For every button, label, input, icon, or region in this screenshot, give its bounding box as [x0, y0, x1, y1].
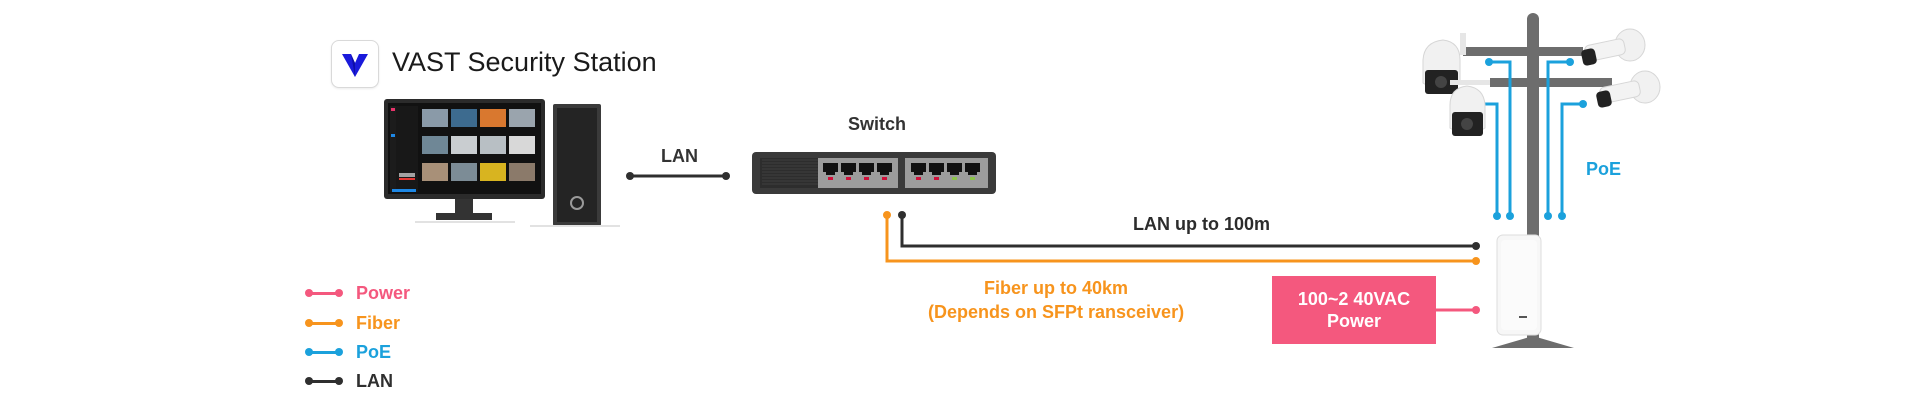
camera-thumbnail [480, 136, 506, 154]
ethernet-port-icon [929, 163, 944, 175]
camera-thumbnail [509, 109, 535, 127]
camera-thumbnail [480, 109, 506, 127]
camera-thumbnail [509, 136, 535, 154]
port-led [846, 177, 851, 180]
legend-label: Power [356, 282, 411, 303]
legend-label: LAN [356, 370, 393, 391]
legend-item-lan: LAN [305, 369, 393, 393]
fiber-distance-line1: Fiber up to 40km [984, 278, 1129, 298]
lan-connection-long [898, 211, 1480, 250]
port-led [916, 177, 921, 180]
ethernet-port-icon [859, 163, 874, 175]
port-led [934, 177, 939, 180]
ethernet-port-icon [965, 163, 980, 175]
legend-item-poe: PoE [305, 340, 392, 364]
ethernet-port-icon [877, 163, 892, 175]
power-source-box: 100~2 40VAC Power [1272, 276, 1436, 344]
poe-label: PoE [1586, 159, 1622, 179]
camera-thumbnail [480, 163, 506, 181]
bullet-camera-icon [1581, 28, 1646, 66]
bullet-camera-icon [1596, 70, 1661, 108]
power-voltage: 100~2 40VAC [1297, 289, 1411, 309]
ethernet-port-icon [823, 163, 838, 175]
port-led [882, 177, 887, 180]
outdoor-enclosure-icon [1496, 234, 1542, 336]
app-logo [331, 40, 379, 88]
legend-swatch [305, 289, 343, 297]
lan-distance-label: LAN up to 100m [1133, 214, 1271, 234]
monitor-icon [384, 99, 545, 223]
legend-swatch [305, 319, 343, 327]
app-title: VAST Security Station [392, 47, 657, 77]
power-label: Power [1326, 311, 1382, 331]
lan-label: LAN [661, 146, 698, 166]
legend-label: Fiber [356, 312, 401, 333]
pc-tower-icon [530, 104, 620, 227]
power-connection [1436, 306, 1480, 314]
lan-connection-pc-switch [626, 172, 730, 180]
ethernet-port-icon [947, 163, 962, 175]
port-led [970, 177, 975, 180]
port-led [864, 177, 869, 180]
ptz-camera-icon [1422, 33, 1466, 94]
legend-swatch [305, 348, 343, 356]
camera-thumbnail [422, 163, 448, 181]
camera-thumbnail [451, 109, 477, 127]
legend-swatch [305, 377, 343, 385]
camera-thumbnail [451, 136, 477, 154]
ethernet-port-icon [911, 163, 926, 175]
port-led [952, 177, 957, 180]
fiber-distance-label: Fiber up to 40km (Depends on SFPt ransce… [928, 276, 1184, 324]
camera-thumbnail [422, 109, 448, 127]
port-led [828, 177, 833, 180]
camera-thumbnail [509, 163, 535, 181]
vast-v-logo-icon [342, 54, 368, 77]
legend-item-power: Power [305, 281, 411, 305]
camera-thumbnail [451, 163, 477, 181]
legend-label: PoE [356, 341, 392, 362]
legend-item-fiber: Fiber [305, 311, 401, 335]
camera-thumbnail [422, 136, 448, 154]
fiber-distance-line2: (Depends on SFPt ransceiver) [928, 302, 1185, 322]
ethernet-port-icon [841, 163, 856, 175]
ptz-camera-icon [1449, 80, 1490, 136]
fiber-connection [883, 211, 1480, 265]
network-switch-icon [752, 152, 996, 194]
switch-label: Switch [848, 114, 907, 134]
